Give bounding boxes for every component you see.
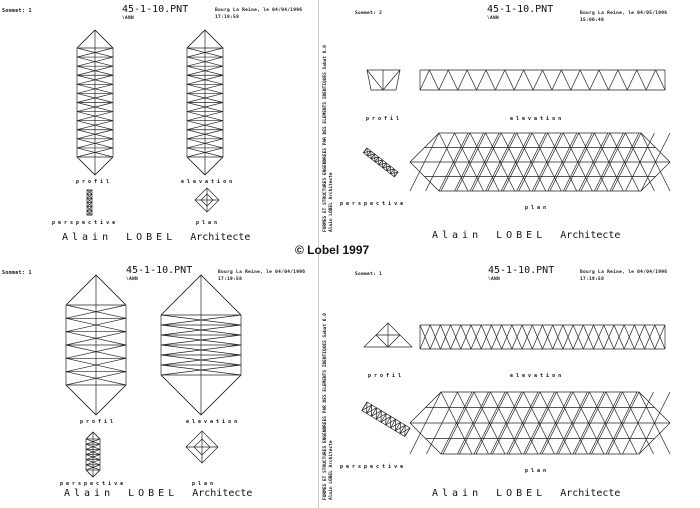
first-name: Alain xyxy=(62,232,113,243)
place-date: Bourg La Reine, le 04/04/1996 xyxy=(580,270,668,275)
signature: Alain LOBEL Architecte xyxy=(62,232,264,243)
file-subtitle: \ANN xyxy=(126,277,139,282)
label-perspective: perspective xyxy=(52,220,119,226)
elevation-drawing xyxy=(419,69,666,91)
time: 17:19:58 xyxy=(218,277,243,282)
label-plan: plan xyxy=(525,205,550,211)
signature: Alain LOBEL Architecte xyxy=(432,488,634,499)
signature: Alain LOBEL Architecte xyxy=(64,488,266,499)
label-plan: plan xyxy=(192,481,217,487)
profil-drawing xyxy=(76,29,114,176)
title: Architecte xyxy=(192,488,253,499)
perspective-drawing xyxy=(85,431,101,478)
side-caption-bottom-2: Alain LOBEL Architecte xyxy=(329,440,334,500)
plan-drawing xyxy=(194,187,220,213)
last-name: LOBEL xyxy=(128,488,179,499)
sheet-number: Sommet: 1 xyxy=(2,8,32,14)
first-name: Alain xyxy=(64,488,115,499)
side-caption-bottom: FORMES ET STRUCTURES ENGENDREES PAR DES … xyxy=(323,313,328,500)
label-elevation: elevation xyxy=(181,179,236,185)
elevation-drawing xyxy=(186,29,224,176)
last-name: LOBEL xyxy=(496,230,547,241)
file-name: 45-1-10.PNT xyxy=(126,265,193,276)
place-date: Bourg La Reine, le 04/05/1996 xyxy=(580,11,668,16)
place-date: Bourg La Reine, le 04/04/1996 xyxy=(218,270,306,275)
file-subtitle: \ANN xyxy=(488,277,501,282)
label-profil: profil xyxy=(366,116,403,122)
place-date: Bourg La Reine, le 04/04/1996 xyxy=(215,8,303,13)
plan-drawing xyxy=(409,132,671,192)
side-caption-top-2: Alain LOBEL Architecte xyxy=(329,172,334,232)
copyright: © Lobel 1997 xyxy=(295,243,370,257)
perspective-drawing xyxy=(362,147,399,178)
profil-drawing xyxy=(363,322,413,348)
label-elevation: elevation xyxy=(510,116,565,122)
sheet-number: Sommet: 1 xyxy=(355,272,383,277)
file-subtitle: \ANN xyxy=(487,16,500,21)
perspective-drawing xyxy=(86,189,93,216)
side-caption-top: FORMES ET STRUCTURES ENGENDREES PAR DES … xyxy=(323,45,328,232)
label-elevation: elevation xyxy=(510,373,565,379)
file-name: 45-1-10.PNT xyxy=(122,4,189,15)
perspective-drawing xyxy=(361,401,411,438)
label-plan: plan xyxy=(196,220,221,226)
label-perspective: perspective xyxy=(340,201,407,207)
sheet-number: Sommet: 2 xyxy=(355,11,383,16)
title: Architecte xyxy=(190,232,251,243)
label-elevation: elevation xyxy=(186,419,241,425)
signature: Alain LOBEL Architecte xyxy=(432,230,634,241)
time: 15:00:48 xyxy=(580,18,605,23)
label-plan: plan xyxy=(525,468,550,474)
last-name: LOBEL xyxy=(496,488,547,499)
label-profil: profil xyxy=(368,373,405,379)
elevation-drawing xyxy=(419,324,666,350)
last-name: LOBEL xyxy=(126,232,177,243)
profil-drawing xyxy=(65,274,127,416)
profil-drawing xyxy=(366,69,401,91)
plan-drawing xyxy=(409,391,671,455)
title: Architecte xyxy=(560,230,621,241)
time: 17:19:58 xyxy=(215,15,240,20)
sheet-fold-divider xyxy=(318,0,319,508)
sheet-number: Sommet: 1 xyxy=(2,270,32,276)
label-perspective: perspective xyxy=(340,464,407,470)
elevation-drawing xyxy=(160,274,242,416)
plan-drawing xyxy=(185,430,219,464)
first-name: Alain xyxy=(432,230,483,241)
label-perspective: perspective xyxy=(60,481,127,487)
title: Architecte xyxy=(560,488,621,499)
label-profil: profil xyxy=(80,419,117,425)
file-name: 45-1-10.PNT xyxy=(488,265,555,276)
first-name: Alain xyxy=(432,488,483,499)
time: 17:19:58 xyxy=(580,277,605,282)
label-profil: profil xyxy=(76,179,113,185)
file-subtitle: \ANN xyxy=(122,16,135,21)
file-name: 45-1-10.PNT xyxy=(487,4,554,15)
